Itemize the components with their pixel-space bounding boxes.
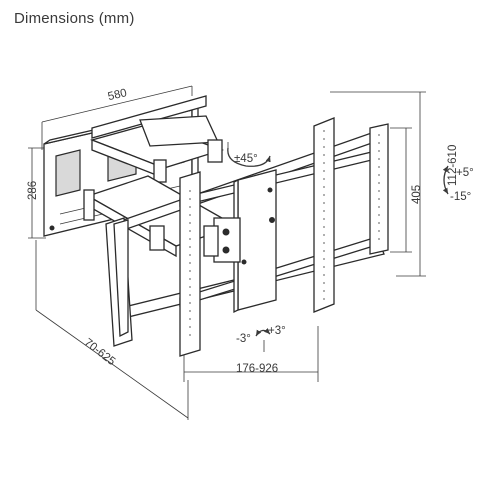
- swivel-label: ±45°: [234, 153, 258, 165]
- dimension-405-line: [390, 127, 412, 253]
- rotation-arrow: [255, 328, 271, 352]
- dimension-580-line: [41, 85, 193, 150]
- dimension-vertical-range-line: [330, 91, 426, 277]
- tv-vertical-brackets: [105, 117, 389, 357]
- dimension-286-label: 286: [27, 181, 39, 200]
- tilt-arrow: [442, 165, 449, 195]
- tilt-down-label: -15°: [450, 191, 471, 203]
- rotate-right-label: +3°: [268, 325, 286, 337]
- swivel-arrow: [227, 142, 271, 167]
- tilt-up-label: +5°: [456, 167, 474, 179]
- rotate-left-label: -3°: [236, 333, 251, 345]
- dimension-286-line: [28, 147, 46, 239]
- dimension-extension-label: 70-625: [82, 337, 118, 369]
- dimension-horizontal-range-label: 176-926: [236, 363, 278, 375]
- dimension-vertical-range-label: 112-610: [447, 145, 459, 186]
- diagram-title: Dimensions (mm): [14, 10, 135, 27]
- dimension-580-label: 580: [107, 87, 128, 103]
- tilt-head-plate: [203, 169, 277, 314]
- dimension-405-label: 405: [411, 185, 423, 204]
- dimension-extension-line: [35, 240, 189, 420]
